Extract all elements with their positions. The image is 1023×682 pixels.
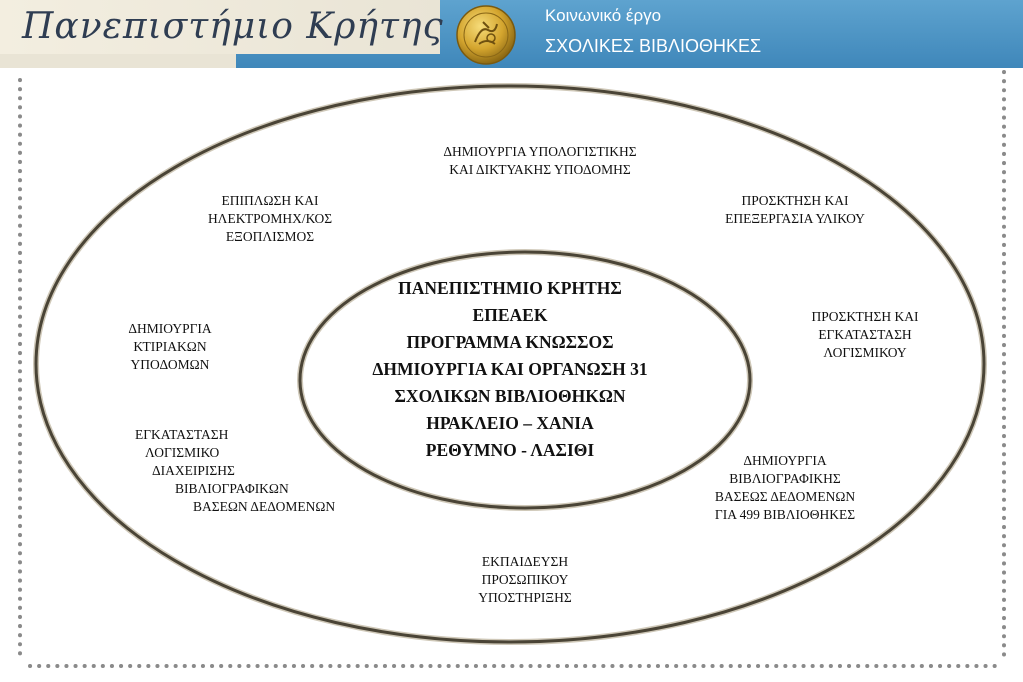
center-line: ΕΠΕΑΕΚ bbox=[472, 305, 548, 325]
center-line: ΠΑΝΕΠΙΣΤΗΜΙΟ ΚΡΗΤΗΣ bbox=[398, 278, 622, 298]
activity-bibliographic-database: ΔΗΜΙΟΥΡΓΙΑ ΒΙΒΛΙΟΓΡΑΦΙΚΗΣ ΒΑΣΕΩΣ ΔΕΔΟΜΕΝ… bbox=[714, 453, 856, 522]
activity-material-acquisition: ΠΡΟΣΚΤΗΣΗ ΚΑΙ ΕΠΕΞΕΡΓΑΣΙΑ ΥΛΙΚΟΥ bbox=[725, 193, 865, 226]
center-line: ΔΗΜΙΟΥΡΓΙΑ ΚΑΙ ΟΡΓΑΝΩΣΗ 31 bbox=[372, 359, 648, 379]
header-title: ΣΧΟΛΙΚΕΣ ΒΙΒΛΙΟΘΗΚΕΣ bbox=[545, 36, 762, 56]
activity-software-acquisition: ΠΡΟΣΚΤΗΣΗ ΚΑΙ ΕΓΚΑΤΑΣΤΑΣΗ ΛΟΓΙΣΜΙΚΟΥ bbox=[811, 309, 919, 360]
center-line: ΡΕΘΥΜΝΟ - ΛΑΣΙΘΙ bbox=[425, 440, 595, 460]
center-line: ΗΡΑΚΛΕΙΟ – ΧΑΝΙΑ bbox=[426, 413, 594, 433]
header-subtitle: Κοινωνικό έργο bbox=[545, 6, 662, 25]
header-logo-panel bbox=[0, 0, 440, 54]
activity-db-software-installation: ΕΓΚΑΤΑΣΤΑΣΗ ΛΟΓΙΣΜΙΚΟ ΔΙΑΧΕΙΡΙΣΗΣ ΒΙΒΛΙΟ… bbox=[135, 427, 336, 514]
center-line: ΠΡΟΓΡΑΜΜΑ ΚΝΩΣΣΟΣ bbox=[406, 332, 614, 352]
university-wordmark: Πανεπιστήμιο Κρήτης bbox=[22, 6, 444, 47]
activity-staff-training: ΕΚΠΑΙΔΕΥΣΗ ΠΡΟΣΩΠΙΚΟΥ ΥΠΟΣΤΗΡΙΞΗΣ bbox=[478, 554, 572, 605]
program-description: ΠΑΝΕΠΙΣΤΗΜΙΟ ΚΡΗΤΗΣ ΕΠΕΑΕΚ ΠΡΟΓΡΑΜΜΑ ΚΝΩ… bbox=[300, 275, 720, 464]
center-line: ΣΧΟΛΙΚΩΝ ΒΙΒΛΙΟΘΗΚΩΝ bbox=[394, 386, 626, 406]
university-seal-icon bbox=[456, 5, 516, 65]
activity-furnishing-equipment: ΕΠΙΠΛΩΣΗ ΚΑΙ ΗΛΕΚΤΡΟΜΗΧ/ΚΟΣ ΕΞΟΠΛΙΣΜΟΣ bbox=[207, 193, 333, 244]
activity-computing-infrastructure: ΔΗΜΙΟΥΡΓΙΑ ΥΠΟΛΟΓΙΣΤΙΚΗΣ ΚΑΙ ΔΙΚΤΥΑΚΗΣ Υ… bbox=[443, 144, 637, 177]
activity-building-infrastructure: ΔΗΜΙΟΥΡΓΙΑ ΚΤΙΡΙΑΚΩΝ ΥΠΟΔΟΜΩΝ bbox=[128, 321, 212, 372]
header-lower-strip bbox=[0, 54, 236, 68]
